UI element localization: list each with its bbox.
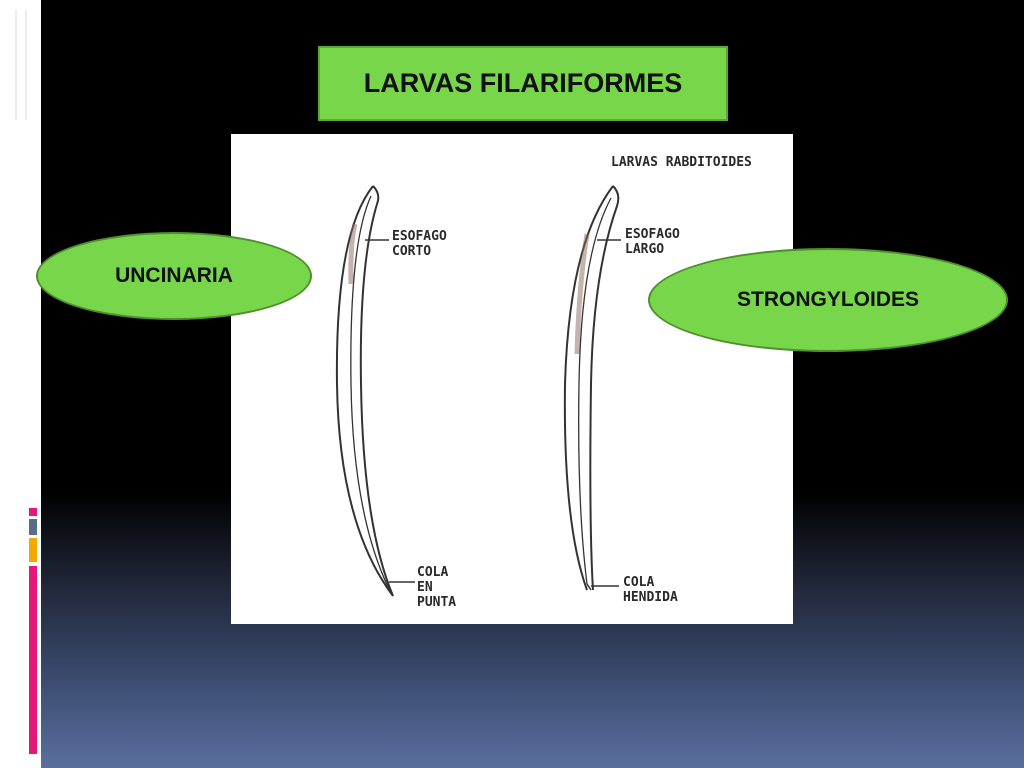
left-tail-label-2: EN [417, 580, 433, 595]
larvae-figure: LARVAS RABDITOIDES ESOFAGO CORTO COLA EN… [231, 134, 793, 624]
left-tail-label-3: PUNTA [417, 595, 456, 610]
right-tail-label-2: HENDIDA [623, 590, 678, 605]
right-esophagus-label-1: ESOFAGO [625, 227, 680, 242]
left-larva-drawing [335, 185, 394, 597]
left-esophagus-label-1: ESOFAGO [392, 229, 447, 244]
slide-title: LARVAS FILARIFORMES [318, 46, 728, 121]
left-esophagus-label-2: CORTO [392, 244, 431, 259]
figure-caption: LARVAS RABDITOIDES [611, 155, 752, 170]
larvae-illustration: LARVAS RABDITOIDES ESOFAGO CORTO COLA EN… [335, 155, 752, 610]
right-larva-drawing [563, 185, 620, 591]
bookmark-icon [0, 0, 41, 130]
right-tail-label-1: COLA [623, 575, 654, 590]
left-tail-label-1: COLA [417, 565, 448, 580]
accent-gold [29, 538, 37, 562]
accent-slate [29, 519, 37, 535]
uncinaria-label: UNCINARIA [36, 232, 312, 320]
right-esophagus-label-2: LARGO [625, 242, 664, 257]
accent-pink-top [29, 508, 37, 516]
strongyloides-label: STRONGYLOIDES [648, 248, 1008, 352]
accent-pink-long [29, 566, 37, 754]
